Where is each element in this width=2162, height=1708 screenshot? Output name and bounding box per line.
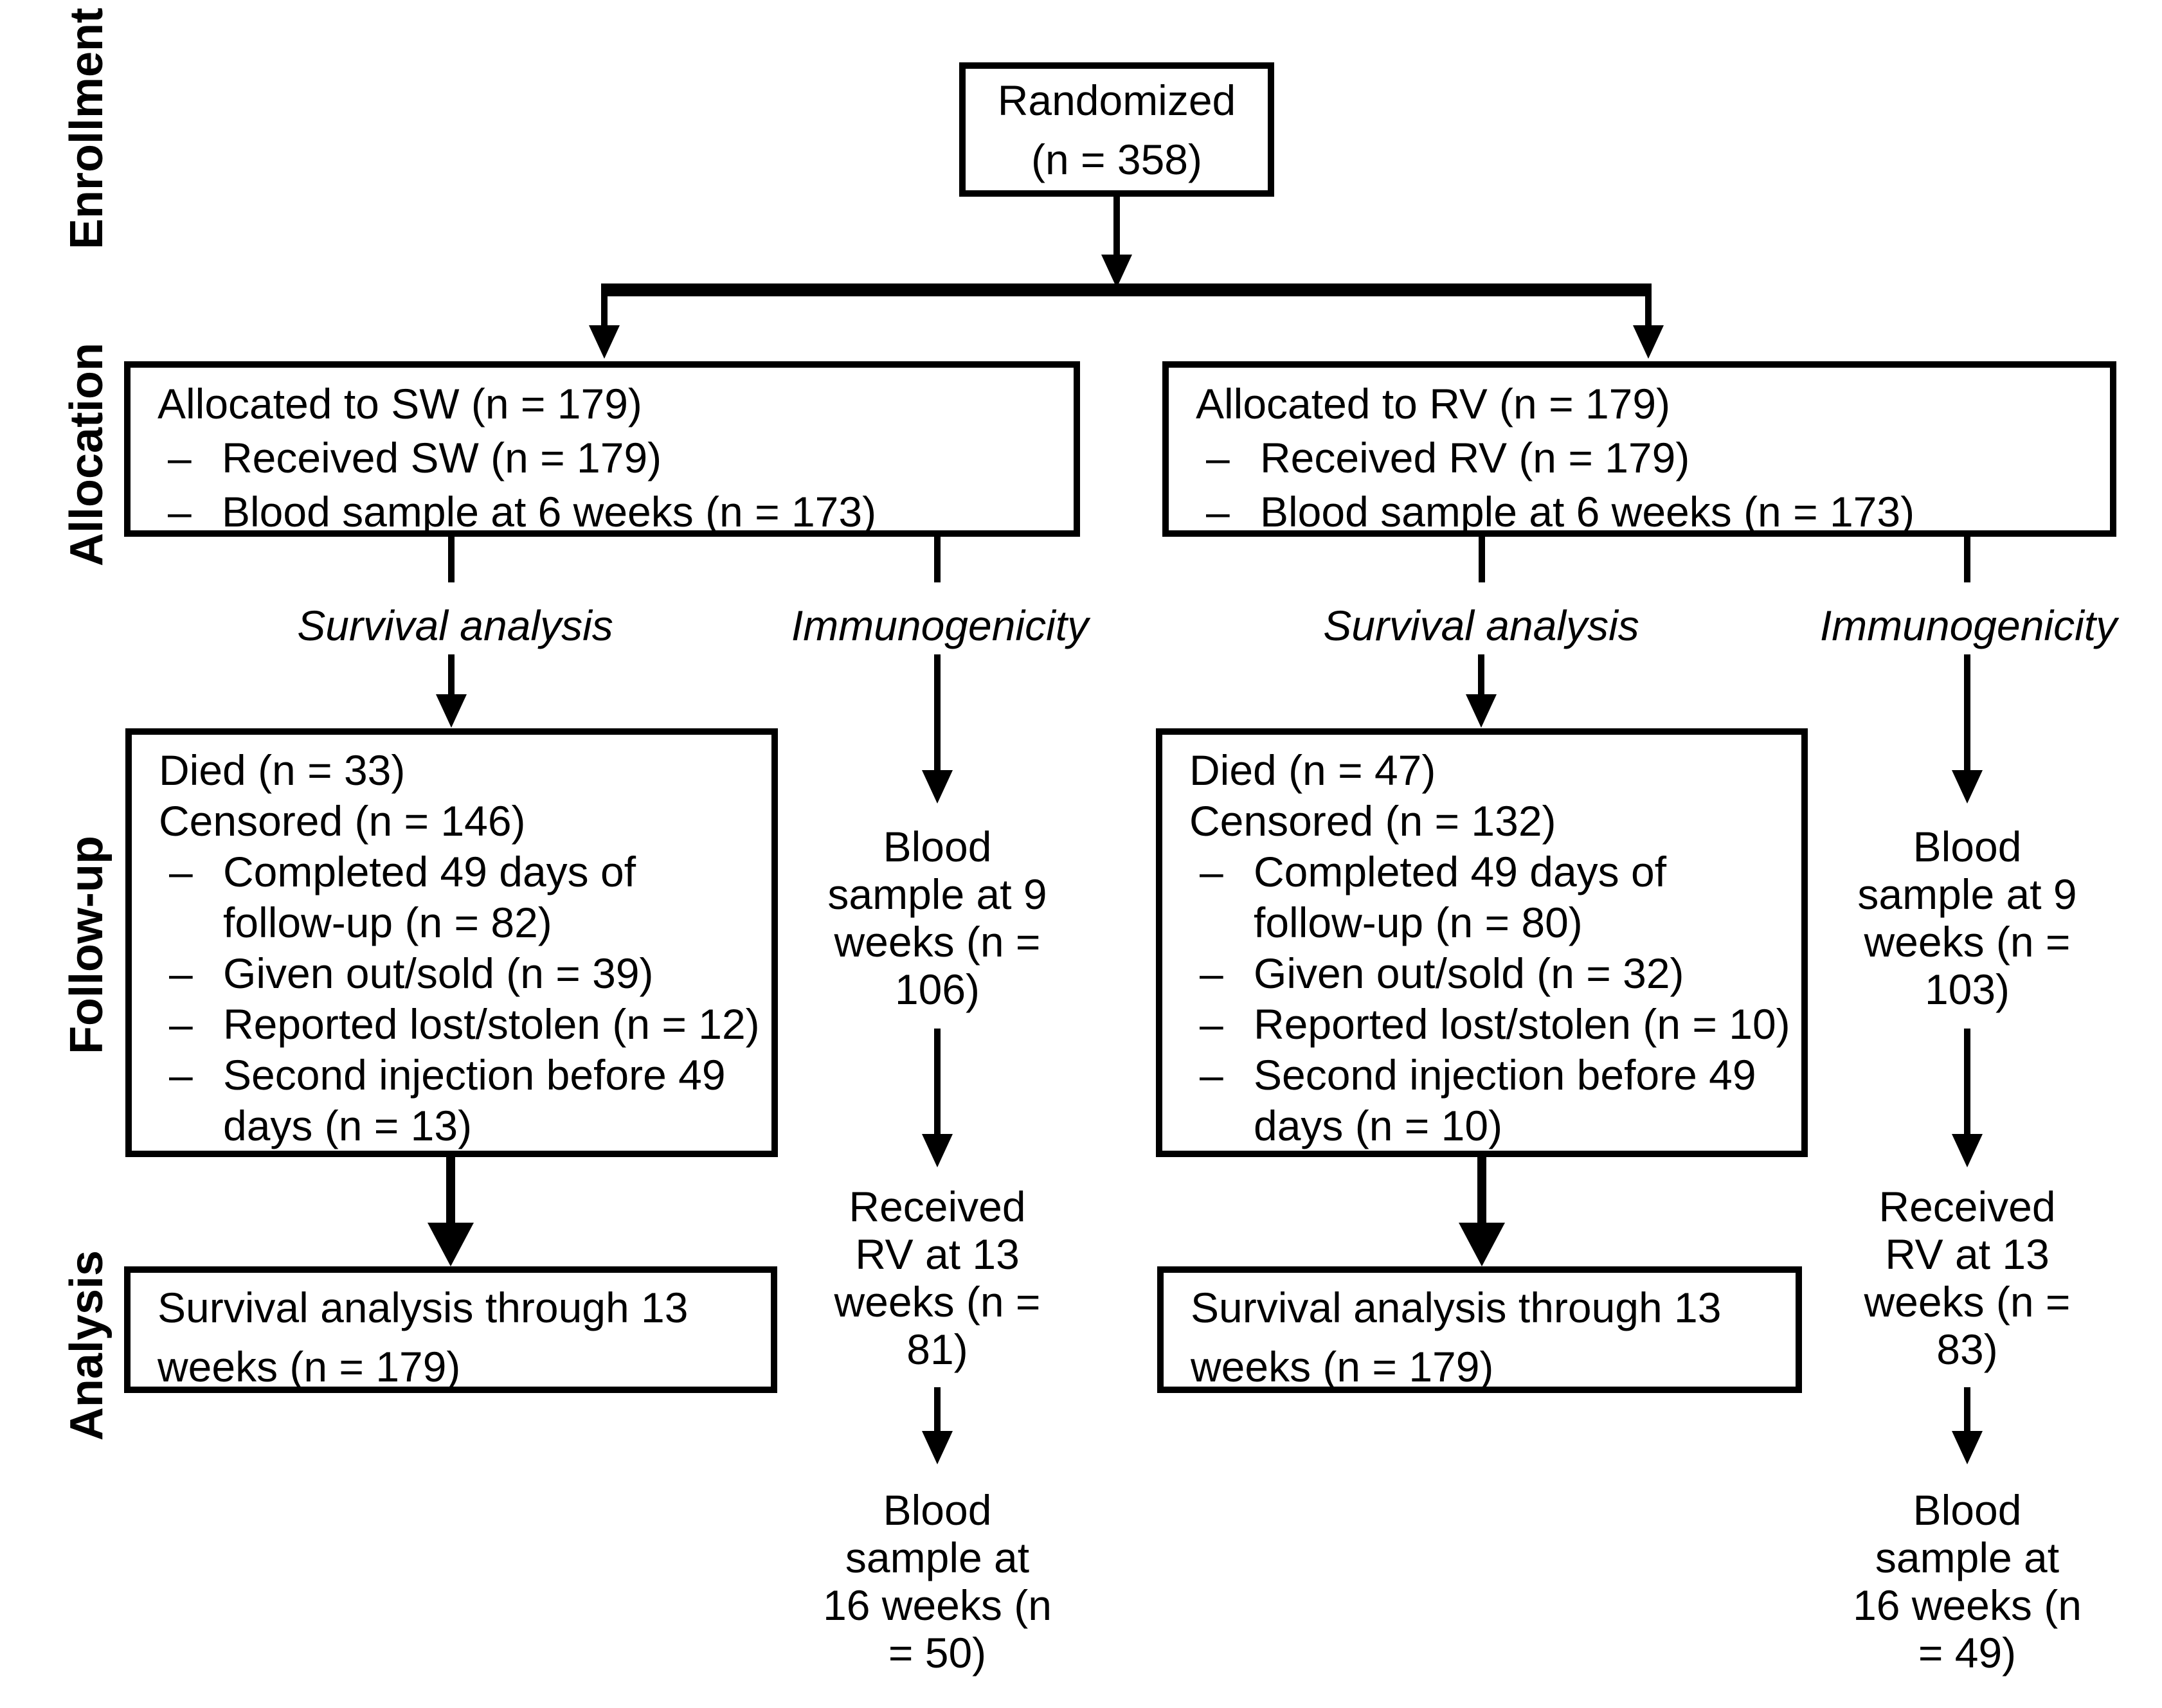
followup-rv-item-text: Reported lost/stolen (n = 10) [1254,1000,1790,1048]
followup-sw-item: – Given out/sold (n = 39) [169,948,771,999]
dash-marker: – [1206,434,1230,481]
followup-rv-item: – Given out/sold (n = 32) [1200,948,1801,999]
arrow-immuno-sw-3-head [922,1431,953,1464]
followup-sw-item-text: Reported lost/stolen (n = 12) [223,1000,760,1048]
arrow-immuno-rv-1-stem [1964,654,1970,771]
stage-label-followup: Follow-up [61,836,113,1054]
stage-label-allocation: Allocation [61,342,113,567]
allocation-sw-item: – Received SW (n = 179) [168,431,1074,485]
followup-rv-item: – Second injection before 49 days (n = 1… [1200,1050,1801,1151]
stub-sw-survival [448,537,455,582]
analysis-box-rv: Survival analysis through 13 weeks (n = … [1157,1266,1802,1393]
dash-marker: – [1200,1051,1223,1099]
arrow-immuno-rv-3-head [1952,1431,1983,1464]
dash-marker: – [169,949,193,997]
followup-rv-item-text: Completed 49 days of follow-up (n = 80) [1254,848,1667,946]
randomized-box: Randomized (n = 358) [959,62,1274,197]
pathway-label-survival-sw: Survival analysis [297,602,613,649]
arrow-survival-rv-stem [1478,654,1484,696]
followup-sw-item: – Completed 49 days of follow-up (n = 82… [169,847,771,948]
allocation-box-rv: Allocated to RV (n = 179) – Received RV … [1162,361,2116,537]
followup-sw-item-text: Completed 49 days of follow-up (n = 82) [223,848,636,946]
allocation-rv-title: Allocated to RV (n = 179) [1196,380,1671,427]
arrow-immuno-rv-3-stem [1964,1387,1970,1432]
immuno-sw-blood9: Blood sample at 9 weeks (n = 106) [827,823,1047,1013]
followup-rv-item: – Completed 49 days of follow-up (n = 80… [1200,847,1801,948]
arrow-immuno-sw-3-stem [934,1387,941,1432]
followup-sw-censored: Censored (n = 146) [159,797,526,845]
followup-box-sw: Died (n = 33) Censored (n = 146) – Compl… [125,728,778,1157]
pathway-label-immunogenicity-rv: Immunogenicity [1819,602,2118,649]
arrow-fu-analysis-sw-stem [446,1157,455,1224]
immuno-rv-blood9: Blood sample at 9 weeks (n = 103) [1857,823,2077,1013]
dash-marker: – [1200,949,1223,997]
arrow-immuno-sw-2-head [922,1134,953,1167]
stub-rv-survival [1479,537,1485,582]
stage-label-analysis: Analysis [61,1250,113,1441]
arrow-branch-sw-head [589,325,620,359]
branch-line [601,283,1652,296]
arrow-survival-sw-head [436,694,467,728]
immuno-sw-blood16: Blood sample at 16 weeks (n = 50) [823,1486,1052,1677]
followup-rv-item: – Reported lost/stolen (n = 10) [1200,999,1801,1050]
analysis-rv-text: Survival analysis through 13 weeks (n = … [1191,1284,1722,1390]
arrow-survival-sw-stem [448,654,455,696]
allocation-rv-item: – Blood sample at 6 weeks (n = 173) [1206,485,2110,539]
arrow-fu-analysis-rv-head [1459,1223,1505,1266]
followup-rv-died: Died (n = 47) [1189,746,1436,794]
immuno-sw-received13: Received RV at 13 weeks (n = 81) [834,1183,1041,1373]
dash-marker: – [1206,488,1230,535]
arrow-immuno-rv-2-stem [1964,1029,1970,1135]
immuno-rv-blood16: Blood sample at 16 weeks (n = 49) [1853,1486,2082,1677]
dash-marker: – [168,434,192,481]
arrow-immuno-rv-2-head [1952,1134,1983,1167]
dash-marker: – [168,488,192,535]
arrow-immuno-sw-1-stem [934,654,941,771]
arrow-survival-rv-head [1466,694,1497,728]
analysis-sw-text: Survival analysis through 13 weeks (n = … [158,1284,689,1390]
stub-sw-immunogenicity [934,537,941,582]
allocation-rv-item-text: Received RV (n = 179) [1260,434,1690,481]
pathway-label-survival-rv: Survival analysis [1323,602,1639,649]
arrow-branch-rv-head [1633,325,1664,359]
dash-marker: – [169,1000,193,1048]
followup-rv-item-text: Given out/sold (n = 32) [1254,949,1684,997]
allocation-sw-item: – Blood sample at 6 weeks (n = 173) [168,485,1074,539]
allocation-sw-item-text: Blood sample at 6 weeks (n = 173) [222,488,877,535]
followup-sw-item-text: Second injection before 49 days (n = 13) [223,1051,726,1149]
followup-rv-censored: Censored (n = 132) [1189,797,1556,845]
dash-marker: – [1200,1000,1223,1048]
dash-marker: – [169,848,193,895]
arrow-immuno-sw-1-head [922,770,953,804]
followup-sw-item: – Second injection before 49 days (n = 1… [169,1050,771,1151]
allocation-rv-item-text: Blood sample at 6 weeks (n = 173) [1260,488,1915,535]
pathway-label-immunogenicity-sw: Immunogenicity [791,602,1089,649]
arrow-branch-rv-stem [1645,296,1652,327]
followup-rv-item-text: Second injection before 49 days (n = 10) [1254,1051,1756,1149]
arrow-fu-analysis-sw-head [428,1223,474,1266]
followup-sw-died: Died (n = 33) [159,746,406,794]
arrow-randomized-head [1101,255,1132,288]
arrow-immuno-sw-2-stem [934,1029,941,1135]
arrow-immuno-rv-1-head [1952,770,1983,804]
dash-marker: – [1200,848,1223,895]
stage-label-enrollment: Enrollment [61,7,113,250]
dash-marker: – [169,1051,193,1099]
allocation-sw-title: Allocated to SW (n = 179) [158,380,642,427]
analysis-box-sw: Survival analysis through 13 weeks (n = … [124,1266,777,1393]
stub-rv-immunogenicity [1964,537,1970,582]
immuno-rv-received13: Received RV at 13 weeks (n = 83) [1864,1183,2071,1373]
followup-sw-item: – Reported lost/stolen (n = 12) [169,999,771,1050]
followup-sw-item-text: Given out/sold (n = 39) [223,949,654,997]
followup-box-rv: Died (n = 47) Censored (n = 132) – Compl… [1156,728,1808,1157]
arrow-randomized-stem [1113,197,1120,258]
allocation-sw-item-text: Received SW (n = 179) [222,434,662,481]
allocation-rv-item: – Received RV (n = 179) [1206,431,2110,485]
arrow-branch-sw-stem [601,296,608,327]
arrow-fu-analysis-rv-stem [1477,1157,1486,1224]
allocation-box-sw: Allocated to SW (n = 179) – Received SW … [124,361,1080,537]
